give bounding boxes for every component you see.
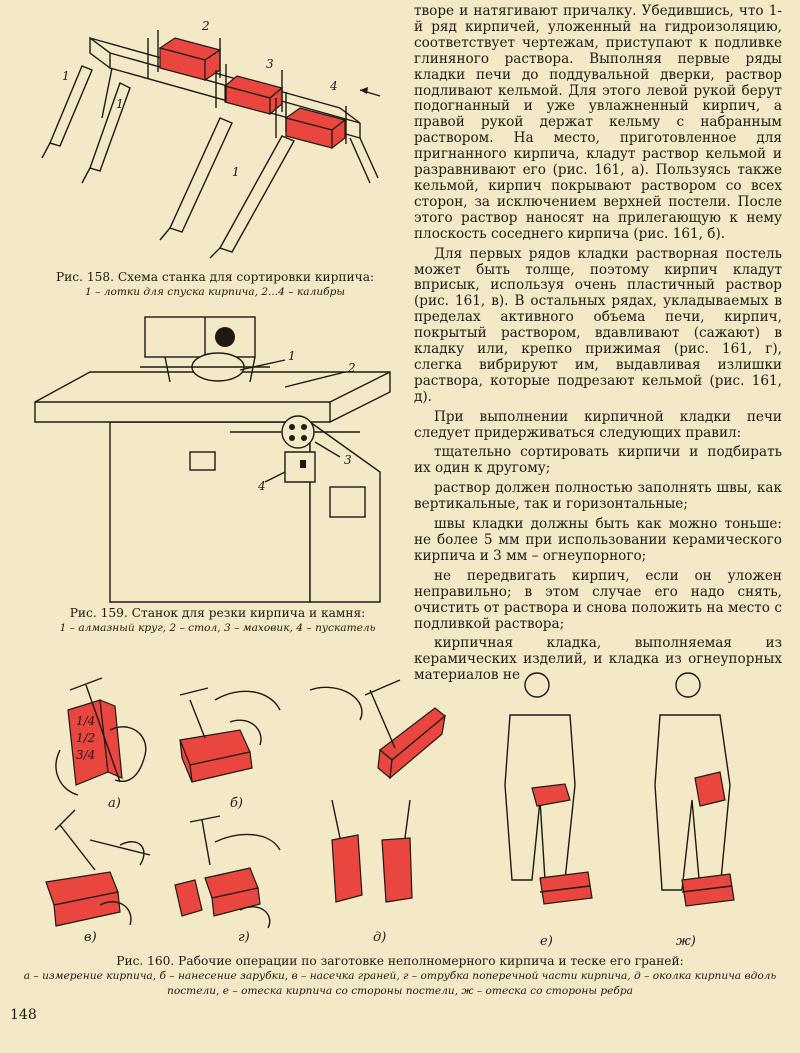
fig158-label-2: 2 [201, 19, 210, 33]
brick-mark-three-quarters: 3/4 [76, 748, 95, 762]
figure-160-caption: Рис. 160. Рабочие операции по заготовке … [10, 954, 790, 999]
paragraph-1: творе и натягивают причалку. Убедившись,… [414, 3, 782, 242]
figure-159-legend: 1 – алмазный круг, 2 – стол, 3 – маховик… [59, 622, 376, 634]
figure-158-sorting-machine: 1 1 1 2 3 4 [20, 8, 400, 263]
brick-calibre-4 [284, 107, 347, 150]
panel-label-zh: ж) [676, 934, 696, 949]
fig159-label-2: 2 [347, 361, 356, 375]
panel-g-illustration [174, 815, 281, 929]
fig158-label-4: 4 [329, 79, 338, 93]
panel-v-illustration [45, 809, 151, 927]
panel-label-d: д) [373, 930, 387, 945]
figure-160-operations: 1/4 1/2 3/4 [40, 660, 760, 950]
fig159-label-4: 4 [257, 479, 266, 493]
fig158-label-1a: 1 [62, 69, 70, 83]
fig159-label-3: 3 [344, 453, 352, 467]
panel-label-e: е) [540, 934, 553, 949]
page-number: 148 [10, 1007, 37, 1023]
panel-a-illustration: 1/4 1/2 3/4 [55, 677, 147, 796]
fig158-label-1b: 1 [116, 97, 124, 111]
panel-v-top-illustration [309, 679, 446, 780]
figure-159-cutting-machine: 1 2 3 4 [30, 312, 410, 607]
figure-159-caption: Рис. 159. Станок для резки кирпича и кам… [45, 606, 390, 636]
brick-mark-half: 1/2 [76, 731, 95, 745]
figure-159-title: Рис. 159. Станок для резки кирпича и кам… [69, 606, 366, 620]
figure-158-caption: Рис. 158. Схема станка для сортировки ки… [40, 270, 390, 300]
panel-label-a: а) [108, 796, 121, 811]
paragraph-3: При выполнении кирпичной кладки печи сле… [414, 408, 782, 441]
panel-label-g: г) [238, 930, 250, 945]
fig158-label-3: 3 [266, 57, 274, 71]
rule-3: швы кладки должны быть как можно тоньше:… [414, 516, 782, 564]
rule-5: кирпичная кладка, выполняемая из керамич… [414, 635, 782, 684]
brick-calibre-2 [158, 37, 222, 82]
figure-160-title: Рис. 160. Рабочие операции по заготовке … [116, 954, 684, 968]
panel-label-b: б) [230, 796, 244, 811]
fig158-label-1c: 1 [232, 165, 240, 179]
body-text-column: творе и натягивают причалку. Убедившись,… [414, 3, 782, 684]
figure-160-legend-2: постели, е – отеска кирпича со стороны п… [167, 985, 633, 997]
figure-158-legend: 1 – лотки для спуска кирпича, 2...4 – ка… [84, 286, 346, 298]
rule-1: тщательно сортировать кирпичи и подбират… [414, 444, 782, 477]
panel-d-illustration [331, 799, 413, 903]
paragraph-2: Для первых рядов кладки растворная посте… [414, 245, 782, 405]
panel-label-v: в) [84, 930, 97, 945]
rule-2: раствор должен полностью заполнять швы, … [414, 480, 782, 513]
brick-mark-quarter: 1/4 [76, 714, 95, 728]
panel-e-illustration [504, 672, 593, 905]
fig159-label-1: 1 [288, 349, 296, 363]
panel-b-illustration [179, 687, 281, 783]
figure-158-title: Рис. 158. Схема станка для сортировки ки… [55, 270, 375, 284]
figure-160-legend-1: а – измерение кирпича, б – нанесение зар… [23, 970, 777, 982]
brick-calibre-3 [223, 75, 284, 116]
panel-zh-illustration [654, 672, 735, 907]
rule-4: не передвигать кирпич, если он уложен не… [414, 567, 782, 632]
